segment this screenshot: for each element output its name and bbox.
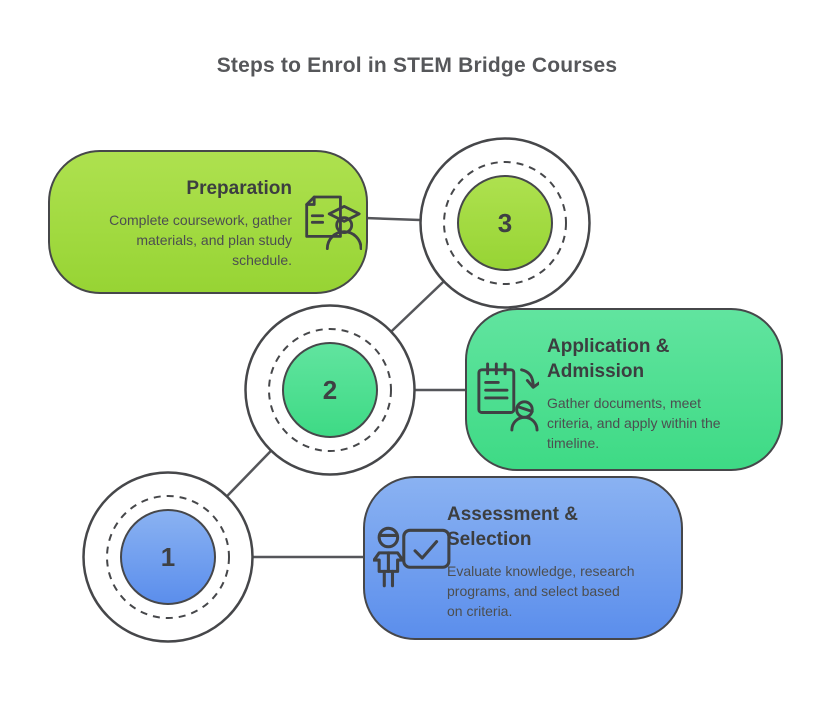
step-node-1: 1 xyxy=(82,471,254,643)
step-number-2: 2 xyxy=(322,374,338,405)
step-circle-2: 2 xyxy=(282,342,378,438)
card-assessment-body: Evaluate knowledge, research programs, a… xyxy=(447,563,635,619)
node-3-dashed-ring xyxy=(443,161,567,285)
card-assessment: Assessment & Selection Evaluate knowledg… xyxy=(363,476,683,640)
card-application-body: Gather documents, meet criteria, and app… xyxy=(547,395,721,451)
card-application-text: Application & Admission Gather documents… xyxy=(547,334,773,453)
card-preparation-title: Preparation xyxy=(186,178,292,199)
person-presenting-check-icon xyxy=(373,526,451,588)
step-circle-1: 1 xyxy=(120,509,216,605)
step-number-1: 1 xyxy=(160,541,176,572)
node-1-dashed-ring xyxy=(106,495,230,619)
card-application-title: Application & Admission xyxy=(547,336,670,382)
node-2-dashed-ring xyxy=(268,328,392,452)
card-application: Application & Admission Gather documents… xyxy=(465,308,783,471)
step-circle-3: 3 xyxy=(457,175,553,271)
step-node-3: 3 xyxy=(419,137,591,309)
card-assessment-title: Assessment & Selection xyxy=(447,504,578,550)
card-preparation: Preparation Complete coursework, gather … xyxy=(48,150,368,294)
card-assessment-text: Assessment & Selection Evaluate knowledg… xyxy=(447,502,675,621)
step-number-3: 3 xyxy=(497,207,513,238)
card-preparation-text: Preparation Complete coursework, gather … xyxy=(68,176,292,270)
page-title: Steps to Enrol in STEM Bridge Courses xyxy=(216,54,618,77)
notepad-apply-person-icon xyxy=(477,362,539,432)
step-node-2: 2 xyxy=(244,304,416,476)
document-graduate-icon xyxy=(305,195,362,250)
card-preparation-body: Complete coursework, gather materials, a… xyxy=(109,212,292,268)
